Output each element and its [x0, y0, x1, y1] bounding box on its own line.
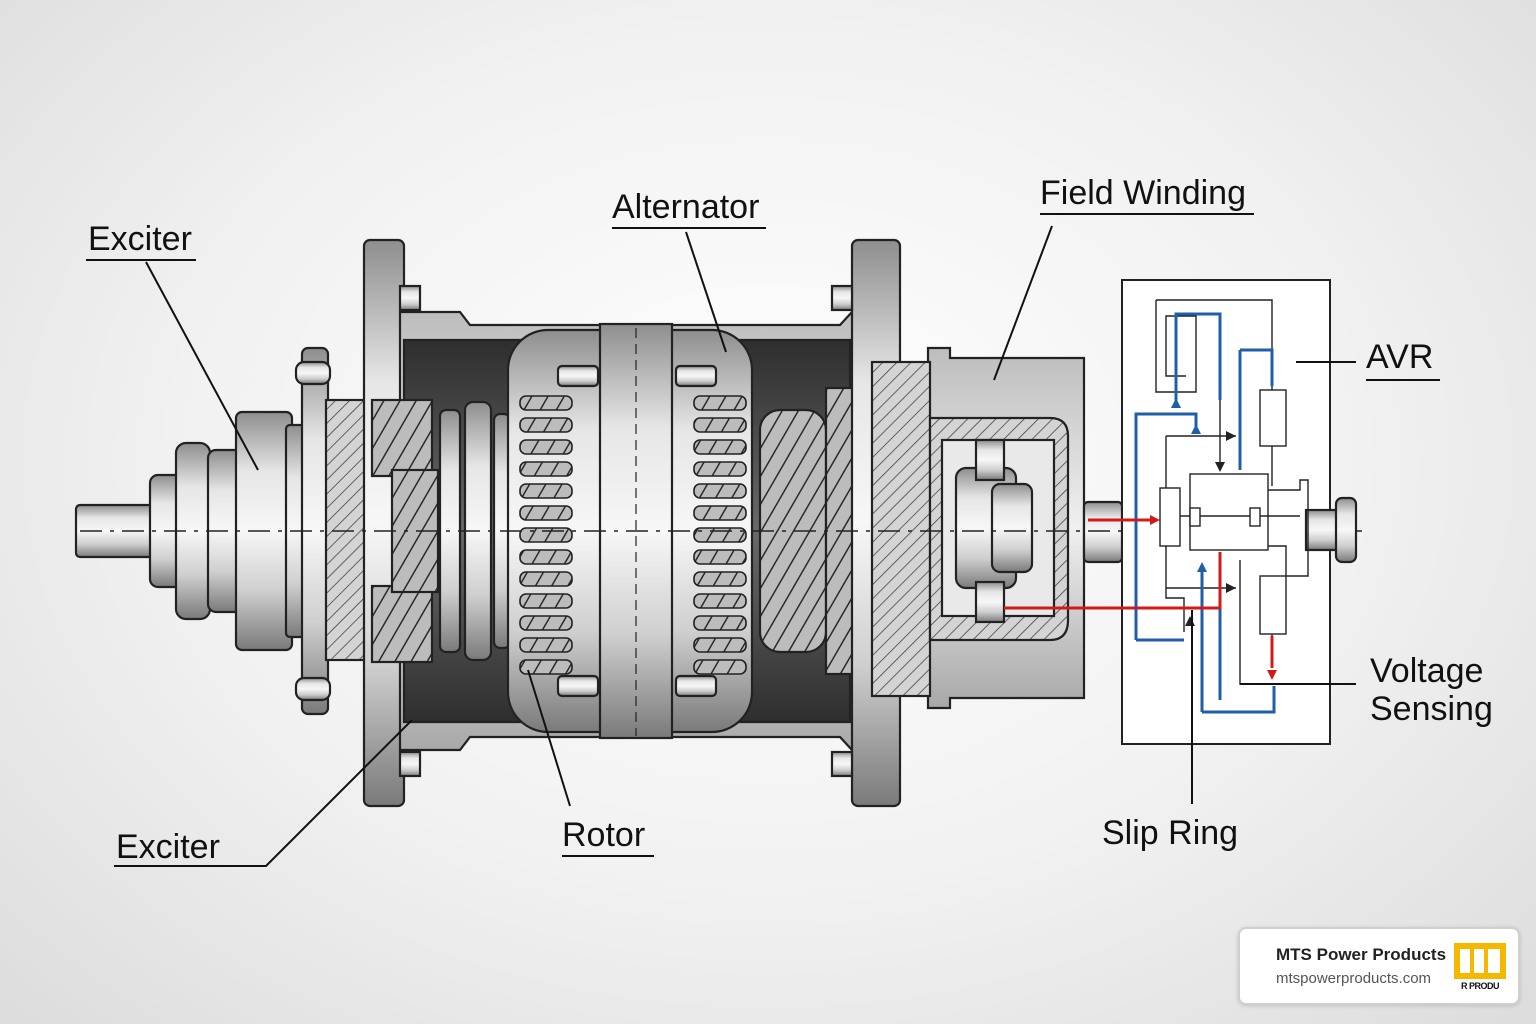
rotor-slot [519, 417, 573, 433]
rotor-slot [693, 461, 747, 477]
field-winding-housing [870, 346, 1086, 710]
label-voltage-sensing-line2: Sensing [1370, 690, 1493, 728]
rotor-slot [693, 483, 747, 499]
rotor-slot [519, 461, 573, 477]
brand-logo-icon: R PRODU [1454, 943, 1506, 991]
shaft-right [1082, 500, 1124, 564]
rotor-slot [693, 571, 747, 587]
exciter-windings [370, 398, 440, 664]
rotor-slot [693, 637, 747, 653]
brand-logo-text: R PRODU [1454, 981, 1506, 991]
rotor-slot [693, 549, 747, 565]
rotor-slot [519, 571, 573, 587]
rotor-slot [693, 505, 747, 521]
rotor-slot [519, 483, 573, 499]
generator-machine [74, 238, 1370, 808]
rotor-slot [519, 659, 573, 675]
flange-bolts [398, 284, 854, 778]
label-slip-ring: Slip Ring [1102, 814, 1238, 852]
rotor-slot [693, 395, 747, 411]
rotor-slot [519, 615, 573, 631]
rotor-slot [693, 659, 747, 675]
avr-red-signal [1004, 518, 1274, 668]
brand-name: MTS Power Products [1276, 945, 1447, 964]
rotor-slots [519, 395, 747, 675]
rotor-slot [693, 439, 747, 455]
rotor-bolts [556, 364, 718, 698]
rotor-slot [693, 593, 747, 609]
label-exciter-bottom: Exciter [116, 828, 220, 866]
label-exciter-top: Exciter [88, 220, 192, 258]
leader-lines [86, 213, 1440, 867]
rotor-slot [519, 593, 573, 609]
avr-panel [1004, 279, 1358, 745]
brand-badge[interactable]: MTS Power Products mtspowerproducts.com … [1238, 927, 1520, 1005]
rotor-slot [519, 505, 573, 521]
label-avr: AVR [1366, 338, 1433, 376]
label-rotor: Rotor [562, 816, 645, 854]
rotor-slot [693, 615, 747, 631]
rotor-slot [519, 439, 573, 455]
brand-url[interactable]: mtspowerproducts.com [1276, 970, 1432, 987]
rotor-slot [519, 395, 573, 411]
avr-circuit [1155, 299, 1330, 685]
label-field-winding: Field Winding [1040, 174, 1246, 212]
rotor-slot [519, 549, 573, 565]
label-voltage-sensing-line1: Voltage [1370, 652, 1483, 690]
rotor-slot [519, 637, 573, 653]
rotor-slot [519, 527, 573, 543]
label-alternator: Alternator [612, 188, 759, 226]
rotor-slot [693, 417, 747, 433]
rotor-slot [693, 527, 747, 543]
